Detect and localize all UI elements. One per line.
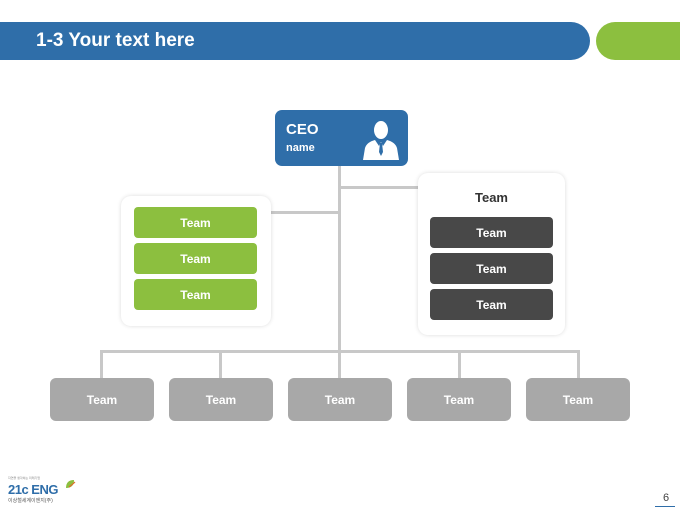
right-team-box-2: Team <box>430 253 553 284</box>
ceo-box: CEO name <box>275 110 408 166</box>
connector-bottom-drop-5 <box>577 350 580 379</box>
connector-right-branch <box>340 186 418 189</box>
connector-bottom-drop-3 <box>338 350 341 379</box>
bottom-team-box-2: Team <box>169 378 273 421</box>
ceo-title: CEO <box>286 121 319 138</box>
title-bar: 1-3 Your text here <box>0 22 590 60</box>
connector-bottom-drop-2 <box>219 350 222 379</box>
bottom-team-box-1: Team <box>50 378 154 421</box>
left-team-box-1: Team <box>134 207 257 238</box>
bottom-team-box-3: Team <box>288 378 392 421</box>
leaf-icon <box>66 480 76 488</box>
left-team-box-3: Team <box>134 279 257 310</box>
connector-ceo-vertical <box>338 166 341 352</box>
header-accent-bar <box>596 22 680 60</box>
company-logo: 자연을 생각하는 미래기업 21c ENG 이상철세계이엔지(주) <box>8 476 78 506</box>
page-number: 6 <box>662 492 670 504</box>
page-number-underline <box>655 506 675 507</box>
right-team-box-3: Team <box>430 289 553 320</box>
bottom-team-box-5: Team <box>526 378 630 421</box>
left-team-box-2: Team <box>134 243 257 274</box>
businessman-icon <box>363 121 399 160</box>
right-panel-title: Team <box>475 190 508 205</box>
logo-tagline: 이상철세계이엔지(주) <box>8 498 53 504</box>
ceo-name: name <box>286 142 315 154</box>
logo-small-text: 자연을 생각하는 미래기업 <box>8 476 41 480</box>
connector-bottom-drop-4 <box>458 350 461 379</box>
page-title: 1-3 Your text here <box>36 30 195 51</box>
connector-left-branch <box>270 211 340 214</box>
right-team-box-1: Team <box>430 217 553 248</box>
logo-text: 21c ENG <box>8 482 58 497</box>
bottom-team-box-4: Team <box>407 378 511 421</box>
connector-bottom-drop-1 <box>100 350 103 379</box>
